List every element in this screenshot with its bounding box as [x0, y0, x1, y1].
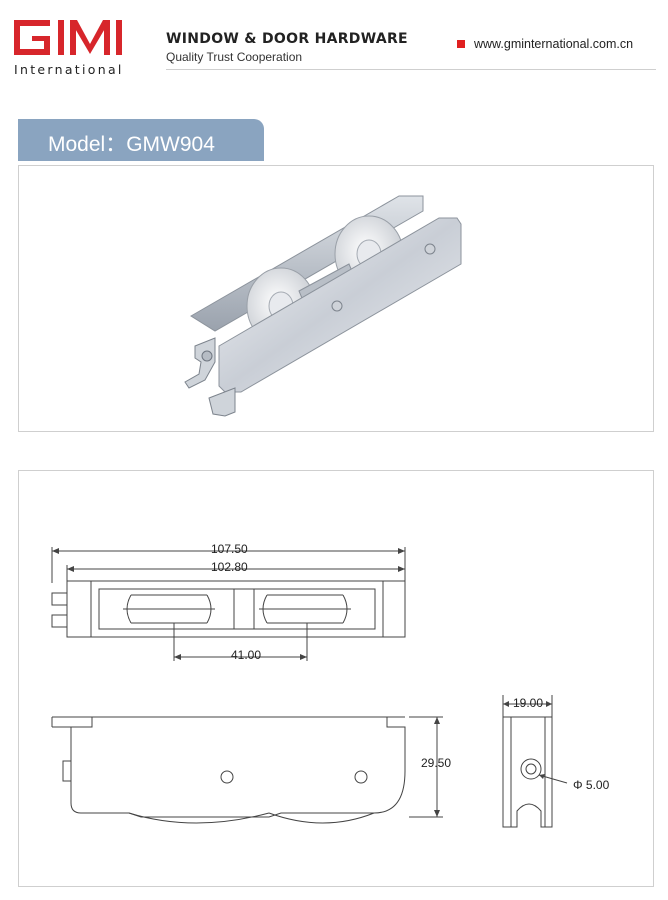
dim-height: 29.50 — [421, 756, 451, 770]
dim-body-length: 102.80 — [211, 560, 248, 574]
logo-subtitle: International — [14, 62, 124, 77]
header-divider — [166, 69, 656, 70]
product-photo-panel — [18, 165, 654, 432]
technical-drawing: 107.50 102.80 41.00 — [51, 542, 610, 828]
gmi-logo — [14, 20, 122, 55]
website-bullet-icon — [457, 40, 465, 48]
company-title: WINDOW & DOOR HARDWARE — [166, 31, 408, 47]
technical-drawing-panel: 107.50 102.80 41.00 — [18, 470, 654, 887]
dim-hole-diameter: Φ 5.00 — [573, 778, 610, 792]
website-link[interactable]: www.gminternational.com.cn — [474, 37, 634, 51]
sliding-roller-product-image — [184, 195, 462, 417]
model-label: Model：GMW904 — [48, 133, 215, 156]
dim-overall-length: 107.50 — [211, 542, 248, 556]
model-tab — [18, 119, 264, 161]
dim-width: 19.00 — [513, 696, 543, 710]
dim-wheel-spacing: 41.00 — [231, 648, 261, 662]
company-tagline: Quality Trust Cooperation — [166, 50, 303, 64]
